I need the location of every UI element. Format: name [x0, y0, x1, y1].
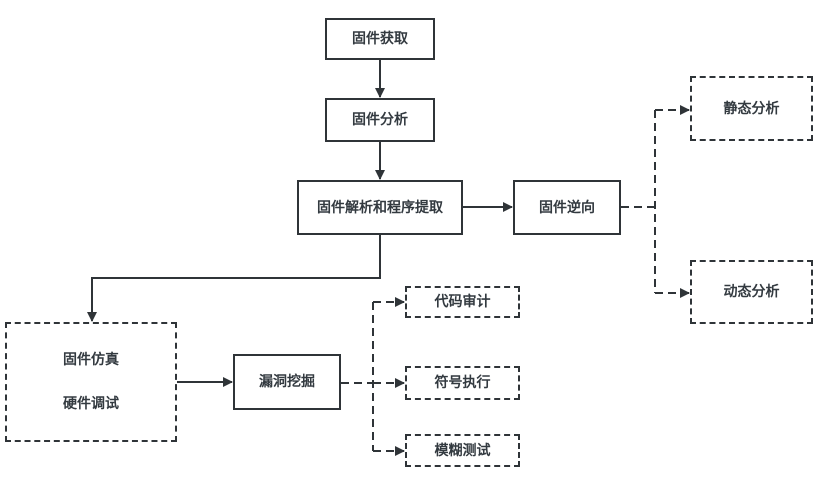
node-firmware-acquisition: 固件获取 — [325, 18, 435, 60]
node-label: 模糊测试 — [434, 442, 491, 459]
node-firmware-parsing: 固件解析和程序提取 — [297, 180, 463, 235]
node-emulation-debugging: 固件仿真 硬件调试 — [5, 322, 177, 442]
node-label: 静态分析 — [723, 100, 780, 117]
node-firmware-reverse: 固件逆向 — [513, 180, 621, 235]
node-label: 代码审计 — [434, 294, 491, 310]
node-label: 固件分析 — [352, 112, 408, 128]
edge-parse-emulation — [87, 235, 381, 322]
node-label: 固件获取 — [352, 31, 408, 47]
node-vulnerability-mining: 漏洞挖掘 — [233, 354, 341, 410]
node-firmware-analysis: 固件分析 — [325, 98, 435, 142]
node-label: 动态分析 — [723, 284, 780, 300]
node-label: 固件解析和程序提取 — [317, 199, 443, 216]
node-code-audit: 代码审计 — [405, 286, 520, 318]
node-label-debugging: 硬件调试 — [63, 396, 119, 412]
node-fuzz-testing: 模糊测试 — [405, 434, 520, 467]
node-label: 符号执行 — [434, 375, 491, 391]
node-label-emulation: 固件仿真 — [63, 352, 119, 368]
node-symbolic-execution: 符号执行 — [405, 366, 520, 400]
node-dynamic-analysis: 动态分析 — [690, 260, 813, 324]
node-static-analysis: 静态分析 — [690, 76, 813, 141]
node-label: 漏洞挖掘 — [259, 374, 315, 390]
node-label: 固件逆向 — [539, 199, 595, 216]
